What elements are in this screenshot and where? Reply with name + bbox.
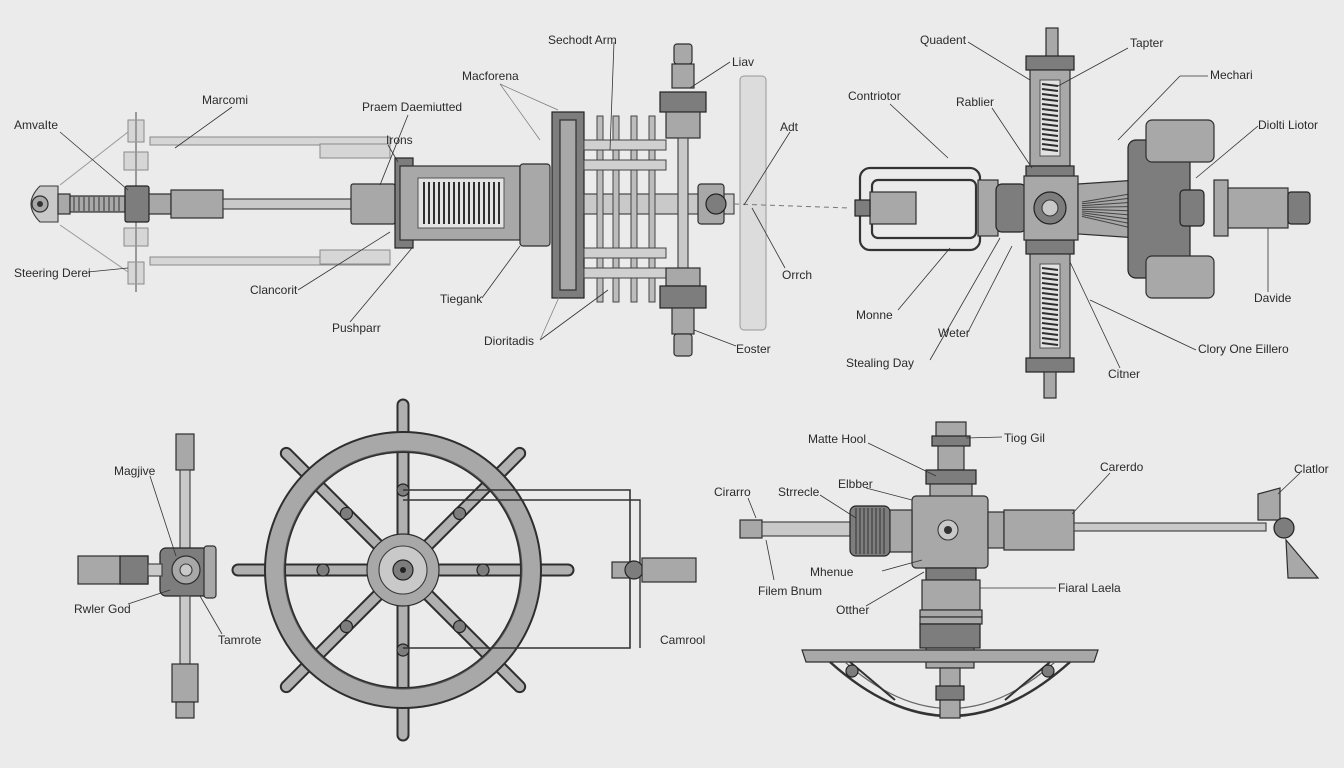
label-rwler-god: Rwler God xyxy=(74,602,131,616)
spring-coil xyxy=(1041,287,1059,291)
spring-coil xyxy=(1041,93,1059,97)
spring-coil xyxy=(1041,108,1059,112)
label-matte-hool: Matte Hool xyxy=(808,432,866,446)
label-fiaral-laela: Fiaral Laela xyxy=(1058,581,1121,595)
label-dioritadis: Dioritadis xyxy=(484,334,534,348)
spoke-knob xyxy=(452,506,467,521)
rib-rod xyxy=(612,115,620,303)
label-liav: Liav xyxy=(732,55,754,69)
label-irons: Irons xyxy=(386,133,413,147)
spoke-knob xyxy=(339,619,354,634)
label-adt: Adt xyxy=(780,120,799,134)
label-steering-derei: Steering Derei xyxy=(14,266,91,280)
label-magjive: Magjive xyxy=(114,464,156,478)
label-tiegank: Tiegank xyxy=(440,292,483,306)
label-camrool: Camrool xyxy=(660,633,705,647)
spring-coil xyxy=(1041,337,1059,341)
spoke-knob xyxy=(316,563,330,577)
spring-coil xyxy=(1041,277,1059,281)
label-strrecle: Strrecle xyxy=(778,485,820,499)
label-weter: Weter xyxy=(938,326,970,340)
label-praem-daemiutted: Praem Daemiutted xyxy=(362,100,462,114)
label-tiog-gil: Tiog Gil xyxy=(1004,431,1045,445)
spoke-knob xyxy=(339,506,354,521)
labels: AmvaIte Marcomi Steering Derei Clancorit… xyxy=(14,33,1329,647)
label-citner: Citner xyxy=(1108,367,1140,381)
label-clory-one-eillero: Clory One Eillero xyxy=(1198,342,1289,356)
label-elbber: Elbber xyxy=(838,477,873,491)
label-cirarro: Cirarro xyxy=(714,485,751,499)
label-stealing-day: Stealing Day xyxy=(846,356,914,370)
spring-coil xyxy=(1041,292,1059,296)
spring-coil xyxy=(1041,282,1059,286)
label-pushparr: Pushparr xyxy=(332,321,381,335)
spring-coil xyxy=(1041,83,1059,87)
spring-coil xyxy=(1041,148,1059,152)
spring-coil xyxy=(1041,267,1059,271)
spring-coil xyxy=(1041,133,1059,137)
spring-coil xyxy=(1041,312,1059,316)
rib-ring xyxy=(583,139,667,151)
label-mechari: Mechari xyxy=(1210,68,1253,82)
label-rablier: Rablier xyxy=(956,95,994,109)
spring-coil xyxy=(1041,322,1059,326)
spoke-knob xyxy=(396,643,410,657)
cross-actuator-assembly xyxy=(854,27,1311,399)
spring-coil xyxy=(1041,113,1059,117)
spring-coil xyxy=(1041,128,1059,132)
spring-coil xyxy=(1041,317,1059,321)
label-clatlor: Clatlor xyxy=(1294,462,1329,476)
label-monne: Monne xyxy=(856,308,893,322)
label-eoster: Eoster xyxy=(736,342,771,356)
leader-lines xyxy=(59,41,1301,635)
spring-coil xyxy=(1041,342,1059,346)
label-quadent: Quadent xyxy=(920,33,967,47)
stack-ring xyxy=(919,616,983,625)
label-tamrote: Tamrote xyxy=(218,633,262,647)
label-carerdo: Carerdo xyxy=(1100,460,1144,474)
rib-rod xyxy=(630,115,638,303)
label-marcomi: Marcomi xyxy=(202,93,248,107)
label-macforena: Macforena xyxy=(462,69,519,83)
spring-coil xyxy=(1041,143,1059,147)
spring-coil xyxy=(1041,138,1059,142)
steering-wheel xyxy=(231,398,697,742)
spring-coil xyxy=(1041,307,1059,311)
spring-coil xyxy=(1041,297,1059,301)
rib-ring xyxy=(583,159,667,171)
label-mhenue: Mhenue xyxy=(810,565,854,579)
label-sechodt-arm: Sechodt Arm xyxy=(548,33,617,47)
label-otther: Otther xyxy=(836,603,869,617)
label-diolti-liotor: Diolti Liotor xyxy=(1258,118,1318,132)
label-tapter: Tapter xyxy=(1130,36,1163,50)
rib-rod xyxy=(596,115,604,303)
turret-mechanism xyxy=(739,421,1320,719)
label-filem-bnum: Filem Bnum xyxy=(758,584,822,598)
small-cross-joint xyxy=(77,433,217,719)
label-davide: Davide xyxy=(1254,291,1292,305)
spring-coil xyxy=(1041,88,1059,92)
label-clancorit: Clancorit xyxy=(250,283,298,297)
label-contriotor: Contriotor xyxy=(848,89,901,103)
spring-coil xyxy=(1041,272,1059,276)
rib-ring xyxy=(583,267,667,279)
spoke-knob xyxy=(476,563,490,577)
spring-coil xyxy=(1041,98,1059,102)
rib-ring xyxy=(583,247,667,259)
spring-coil xyxy=(1041,332,1059,336)
spring-coil xyxy=(1041,103,1059,107)
spoke-knob xyxy=(452,619,467,634)
stack-ring xyxy=(919,609,983,618)
spring-coil xyxy=(1041,302,1059,306)
spring-coil xyxy=(1041,123,1059,127)
spring-coil xyxy=(1041,327,1059,331)
label-amvaite: AmvaIte xyxy=(14,118,58,132)
spring-coil xyxy=(1041,118,1059,122)
steering-shaft-assembly xyxy=(30,43,851,357)
rib-rod xyxy=(648,115,656,303)
label-orrch: Orrch xyxy=(782,268,812,282)
